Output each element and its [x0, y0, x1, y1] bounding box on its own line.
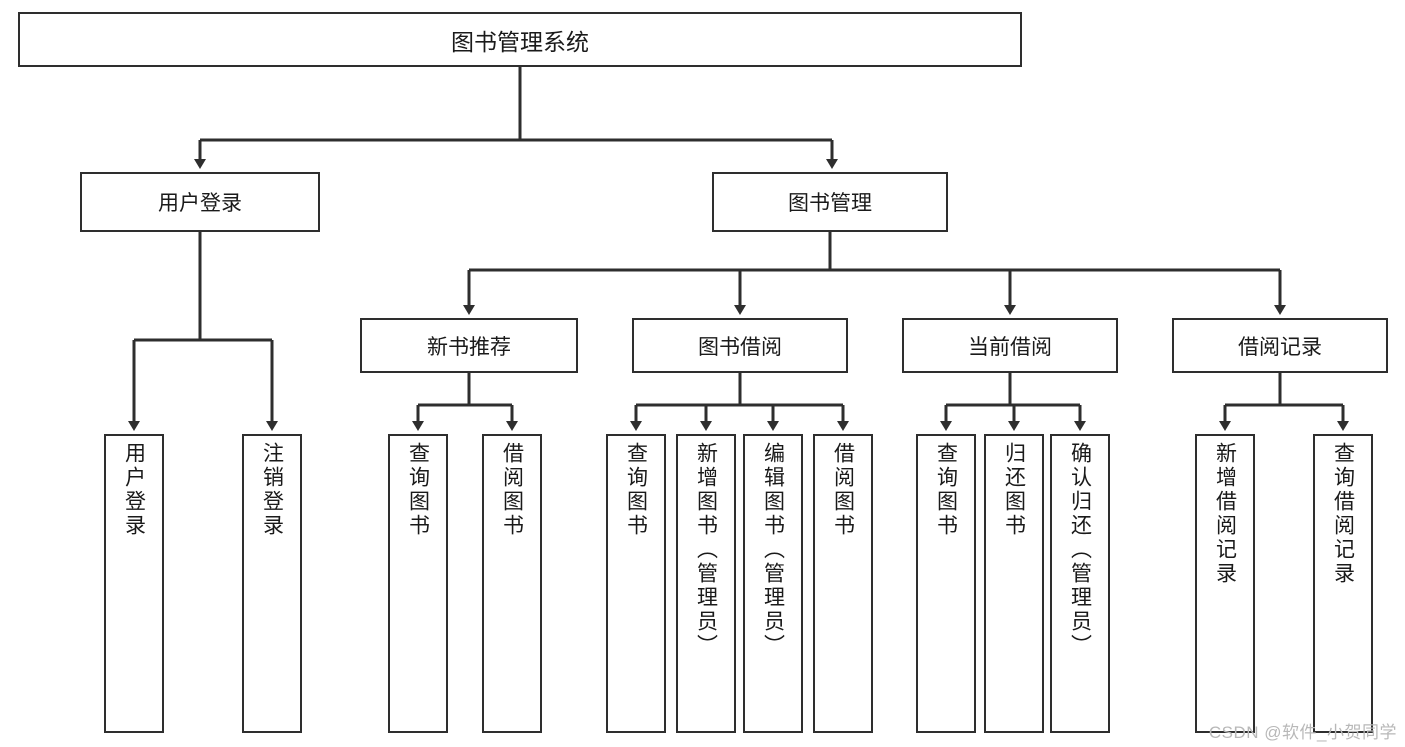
node-label: 编辑图书（管理员） [761, 442, 785, 658]
leaf-return-book[interactable]: 归还图书 [984, 434, 1044, 733]
node-borrow-record[interactable]: 借阅记录 [1172, 318, 1388, 373]
node-label: 图书管理 [788, 192, 872, 215]
node-label: 借阅图书 [831, 442, 855, 538]
node-label: 查询图书 [406, 442, 430, 538]
node-new-book-recommend[interactable]: 新书推荐 [360, 318, 578, 373]
leaf-logout[interactable]: 注销登录 [242, 434, 302, 733]
node-label: 图书借阅 [698, 335, 782, 359]
node-label: 注销登录 [260, 442, 284, 538]
leaf-add-book-admin[interactable]: 新增图书（管理员） [676, 434, 736, 733]
node-label: 查询图书 [934, 442, 958, 538]
leaf-add-borrow-record[interactable]: 新增借阅记录 [1195, 434, 1255, 733]
node-label: 借阅记录 [1238, 335, 1322, 359]
node-label: 新增图书（管理员） [694, 442, 718, 658]
node-label: 归还图书 [1002, 442, 1026, 538]
node-label: 新书推荐 [427, 335, 511, 359]
leaf-query-book-current[interactable]: 查询图书 [916, 434, 976, 733]
node-label: 查询图书 [624, 442, 648, 538]
node-label: 确认归还（管理员） [1068, 442, 1092, 658]
node-current-borrow[interactable]: 当前借阅 [902, 318, 1118, 373]
node-user-login[interactable]: 用户登录 [80, 172, 320, 232]
leaf-query-book-recommend[interactable]: 查询图书 [388, 434, 448, 733]
node-label: 用户登录 [158, 192, 242, 215]
node-book-management[interactable]: 图书管理 [712, 172, 948, 232]
node-label: 新增借阅记录 [1213, 442, 1237, 586]
leaf-confirm-return-admin[interactable]: 确认归还（管理员） [1050, 434, 1110, 733]
node-book-management-system[interactable]: 图书管理系统 [18, 12, 1022, 67]
node-label: 查询借阅记录 [1331, 442, 1355, 586]
node-label: 当前借阅 [968, 335, 1052, 359]
leaf-edit-book-admin[interactable]: 编辑图书（管理员） [743, 434, 803, 733]
watermark: CSDN @软件_小贺同学 [1208, 723, 1397, 742]
node-label: 图书管理系统 [451, 28, 589, 55]
leaf-borrow-book-recommend[interactable]: 借阅图书 [482, 434, 542, 733]
node-label: 用户登录 [122, 442, 146, 538]
leaf-query-book-borrow[interactable]: 查询图书 [606, 434, 666, 733]
node-label: 借阅图书 [500, 442, 524, 538]
leaf-borrow-book[interactable]: 借阅图书 [813, 434, 873, 733]
node-book-borrow[interactable]: 图书借阅 [632, 318, 848, 373]
leaf-query-borrow-record[interactable]: 查询借阅记录 [1313, 434, 1373, 733]
leaf-user-login[interactable]: 用户登录 [104, 434, 164, 733]
